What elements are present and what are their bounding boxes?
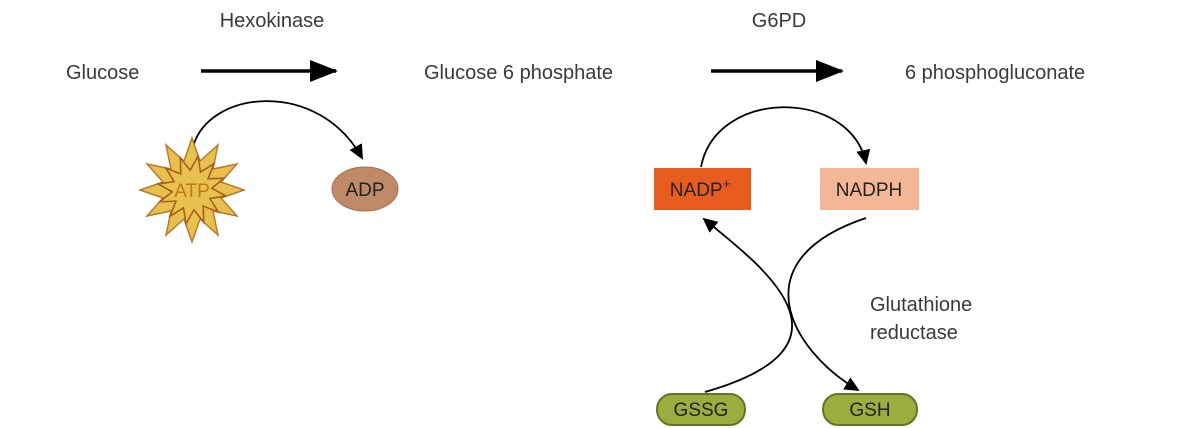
- nadp-label-superscript: +: [723, 176, 731, 191]
- enzyme3-label-line2: reductase: [870, 322, 958, 344]
- enzyme3-label-line1: Glutathione: [870, 294, 972, 316]
- enzyme1-label: Hexokinase: [220, 10, 325, 32]
- gsh-label: GSH: [849, 400, 890, 421]
- glucose-label: Glucose: [66, 62, 139, 84]
- nadph-label: NADPH: [836, 180, 903, 201]
- atp-star-inner-outline: [155, 153, 229, 227]
- gssg-nadp-arrow: [702, 217, 793, 393]
- nadp-nadph-arrow: [700, 106, 871, 168]
- nadph-gsh-arrow: [787, 217, 867, 392]
- nadp-label-base: NADP: [670, 180, 723, 201]
- gssg-label: GSSG: [674, 400, 729, 421]
- atp-label: ATP: [174, 181, 210, 202]
- gssg-pill: [656, 393, 746, 426]
- adp-label: ADP: [345, 180, 384, 201]
- nadph-box: [820, 168, 919, 210]
- adp-ellipse: [331, 166, 399, 212]
- gsh-pill: [822, 393, 918, 426]
- atp-star: [137, 135, 247, 245]
- p6g-label: 6 phosphogluconate: [905, 62, 1085, 84]
- nadp-box: [654, 168, 751, 210]
- enzyme2-label: G6PD: [752, 10, 806, 32]
- nadp-label: NADP+: [670, 176, 730, 201]
- g6p-label: Glucose 6 phosphate: [424, 62, 613, 84]
- atp-adp-arrow: [192, 100, 363, 160]
